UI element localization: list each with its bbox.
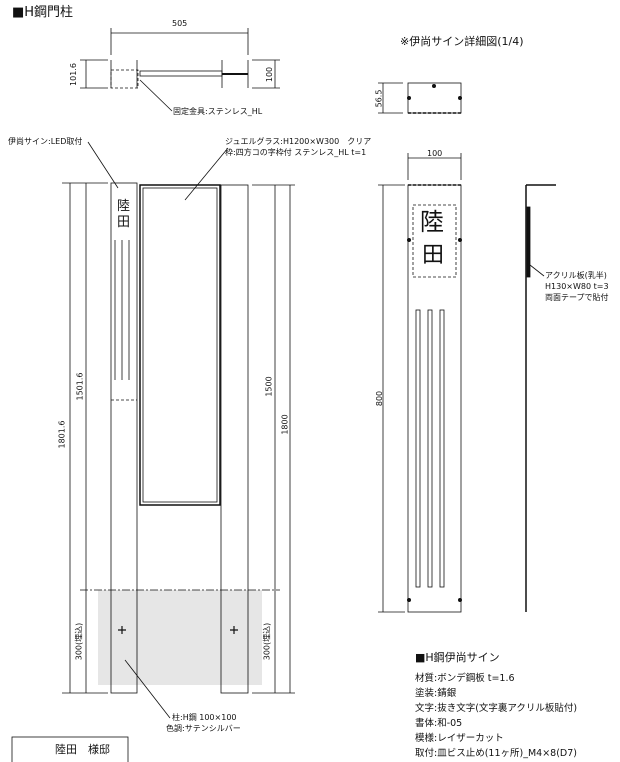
spec-line: 塗装:錆銀 bbox=[415, 688, 457, 699]
spec-line: 文字:抜き文字(文字裏アクリル板貼付) bbox=[415, 703, 578, 714]
sign-char-1: 陸 bbox=[117, 199, 131, 214]
detail-char-2: 田 bbox=[422, 243, 445, 268]
acrylic-label-3: 両面テープで貼付 bbox=[545, 293, 609, 302]
post-label-1: 柱:H鋼 100×100 bbox=[172, 713, 237, 722]
plan-left-dim: 101.6 bbox=[68, 63, 78, 86]
dim-1801-6: 1801.6 bbox=[57, 420, 67, 449]
elevation-view bbox=[62, 141, 295, 719]
bracket-label: 固定金具:ステンレス_HL bbox=[173, 107, 263, 116]
detail-title: ※伊尚サイン詳細図(1/4) bbox=[400, 35, 524, 48]
acrylic-label-1: アクリル板(乳半) bbox=[545, 271, 607, 280]
glass-label-1: ジュエルグラス:H1200×W300 クリア bbox=[225, 137, 372, 146]
dim-300-right: 300(埋込) bbox=[262, 622, 272, 661]
name-box-frame bbox=[11, 736, 129, 762]
plan-view bbox=[80, 28, 280, 112]
sign-char-2: 田 bbox=[117, 215, 131, 230]
dim-1501-6: 1501.6 bbox=[75, 372, 85, 401]
sign-detail bbox=[378, 82, 556, 613]
detail-width-dim: 100 bbox=[427, 149, 443, 158]
acrylic-label-2: H130×W80 t=3 bbox=[545, 282, 609, 291]
spec-title: ■H鋼伊尚サイン bbox=[415, 651, 500, 664]
post-label-2: 色調:サテンシルバー bbox=[166, 724, 241, 733]
dim-300-left: 300(埋込) bbox=[74, 622, 84, 661]
glass-label-2: 枠:四方コの字枠付 ステンレス_HL t=1 bbox=[225, 148, 367, 157]
spec-line: 取付:皿ビス止め(11ヶ所)_M4×8(D7) bbox=[415, 748, 577, 759]
detail-top-dim: 56.5 bbox=[374, 89, 384, 108]
spec-line: 模様:レイザーカット bbox=[415, 733, 504, 744]
plan-width-dim: 505 bbox=[172, 19, 188, 28]
detail-char-1: 陸 bbox=[420, 208, 444, 236]
sign-label: 伊尚サイン:LED取付 bbox=[8, 137, 83, 146]
detail-height-dim: 800 bbox=[375, 390, 385, 407]
spec-line: 材質:ボンデ鋼板 t=1.6 bbox=[415, 673, 515, 684]
name-box: 陸田 様邸 bbox=[55, 743, 110, 756]
dim-1500: 1500 bbox=[264, 376, 274, 397]
plan-right-dim: 100 bbox=[265, 66, 275, 83]
spec-line: 書体:和-05 bbox=[415, 718, 463, 729]
dim-1800: 1800 bbox=[280, 414, 290, 435]
page-title: ■H鋼門柱 bbox=[12, 5, 74, 20]
